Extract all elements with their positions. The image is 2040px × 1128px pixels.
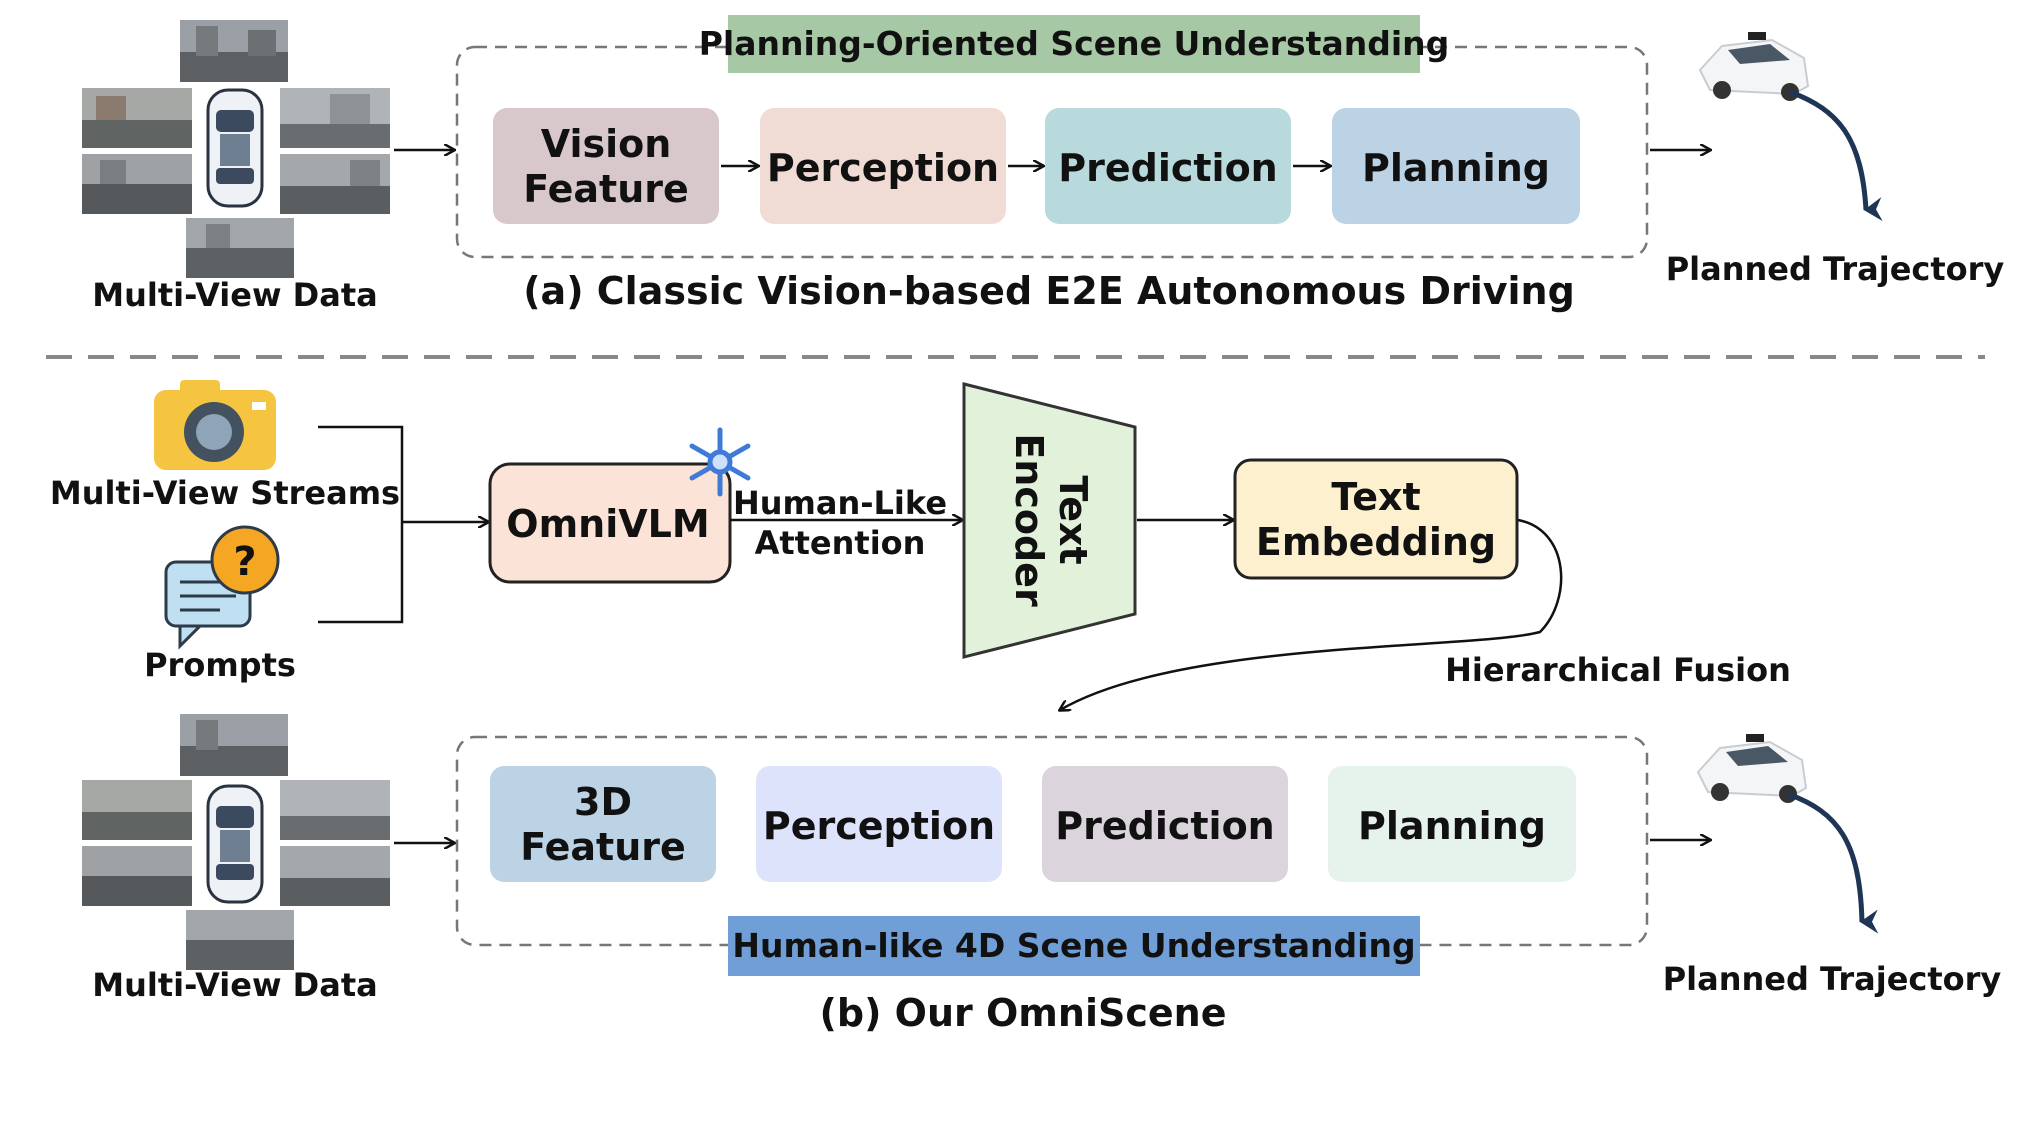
hierarchical-fusion-label: Hierarchical Fusion: [1445, 651, 1791, 689]
input-bracket: [318, 425, 404, 624]
block-planning-top: Planning: [1332, 108, 1580, 224]
block-vision-feature-line1: Vision: [541, 122, 672, 166]
car-3d-icon: [1698, 32, 1810, 101]
multi-view-data-label-top: Multi-View Data: [92, 276, 377, 314]
snowflake-icon: [689, 427, 751, 497]
text-encoder-block: Text Encoder: [962, 382, 1137, 659]
camera-image-back-left: [82, 154, 192, 214]
text-encoder-line1: Text: [1051, 475, 1095, 564]
camera-image-front-left: [82, 88, 192, 148]
trajectory-arrow-top: [1789, 89, 1883, 222]
text-embedding-block: Text Embedding: [1233, 458, 1519, 580]
multi-view-data-top: [82, 20, 390, 278]
block-perception-top: Perception: [760, 108, 1006, 224]
block-planning-bottom: Planning: [1328, 766, 1576, 882]
car-top-view-icon: [206, 784, 264, 904]
camera-image-front: [180, 714, 288, 776]
block-vision-feature: Vision Feature: [493, 108, 719, 224]
car-3d-icon: [1696, 734, 1808, 803]
camera-image-back: [186, 910, 294, 970]
camera-image-front-left: [82, 780, 192, 840]
header-text-top: Planning-Oriented Scene Understanding: [699, 24, 1450, 63]
camera-image-front-right: [280, 780, 390, 840]
block-prediction-top: Prediction: [1045, 108, 1291, 224]
block-perception-bottom-label: Perception: [763, 804, 995, 848]
fusion-arrow: [1060, 518, 1563, 710]
camera-image-front-right: [280, 88, 390, 148]
header-banner-top: [728, 15, 1420, 73]
camera-image-back-right: [280, 154, 390, 214]
caption-top: (a) Classic Vision-based E2E Autonomous …: [523, 269, 1575, 313]
pipeline-frame-bottom: [455, 735, 1649, 947]
attention-label-line2: Attention: [755, 524, 926, 562]
text-embedding-line2: Embedding: [1256, 520, 1496, 564]
omnivlm-label: OmniVLM: [506, 502, 709, 546]
text-embedding-line1: Text: [1331, 475, 1420, 519]
multi-view-data-bottom: [82, 714, 390, 970]
prompts-label: Prompts: [144, 646, 296, 684]
multi-view-data-label-bottom: Multi-View Data: [92, 966, 377, 1004]
block-prediction-bottom: Prediction: [1042, 766, 1288, 882]
multi-view-streams-label: Multi-View Streams: [50, 474, 400, 512]
block-perception-top-label: Perception: [767, 146, 999, 190]
block-planning-bottom-label: Planning: [1358, 804, 1546, 848]
block-vision-feature-line2: Feature: [523, 167, 689, 211]
trajectory-arrow-bottom: [1787, 791, 1879, 934]
camera-image-back: [186, 218, 294, 278]
camera-image-back-left: [82, 846, 192, 906]
block-perception-bottom: Perception: [756, 766, 1002, 882]
car-top-view-icon: [206, 88, 264, 208]
block-3d-feature-line1: 3D: [574, 780, 632, 824]
camera-image-front: [180, 20, 288, 82]
block-planning-top-label: Planning: [1362, 146, 1550, 190]
footer-text-bottom: Human-like 4D Scene Understanding: [732, 926, 1415, 965]
block-prediction-top-label: Prediction: [1058, 146, 1277, 190]
text-encoder-line2: Encoder: [1007, 433, 1051, 607]
block-prediction-bottom-label: Prediction: [1055, 804, 1274, 848]
chat-question-icon: ?: [164, 525, 280, 650]
pipeline-frame-top: [455, 45, 1649, 259]
block-3d-feature: 3D Feature: [490, 766, 716, 882]
camera-image-back-right: [280, 846, 390, 906]
planned-trajectory-label-bottom: Planned Trajectory: [1663, 960, 2002, 998]
question-mark-glyph: ?: [233, 539, 256, 585]
omnivlm-block: OmniVLM: [488, 462, 732, 584]
camera-icon: [154, 380, 276, 470]
planned-trajectory-label-top: Planned Trajectory: [1666, 250, 2005, 288]
attention-label-line1: Human-Like: [733, 484, 947, 522]
footer-banner-bottom: [728, 916, 1420, 976]
block-3d-feature-line2: Feature: [520, 825, 686, 869]
caption-bottom: (b) Our OmniScene: [820, 991, 1227, 1035]
